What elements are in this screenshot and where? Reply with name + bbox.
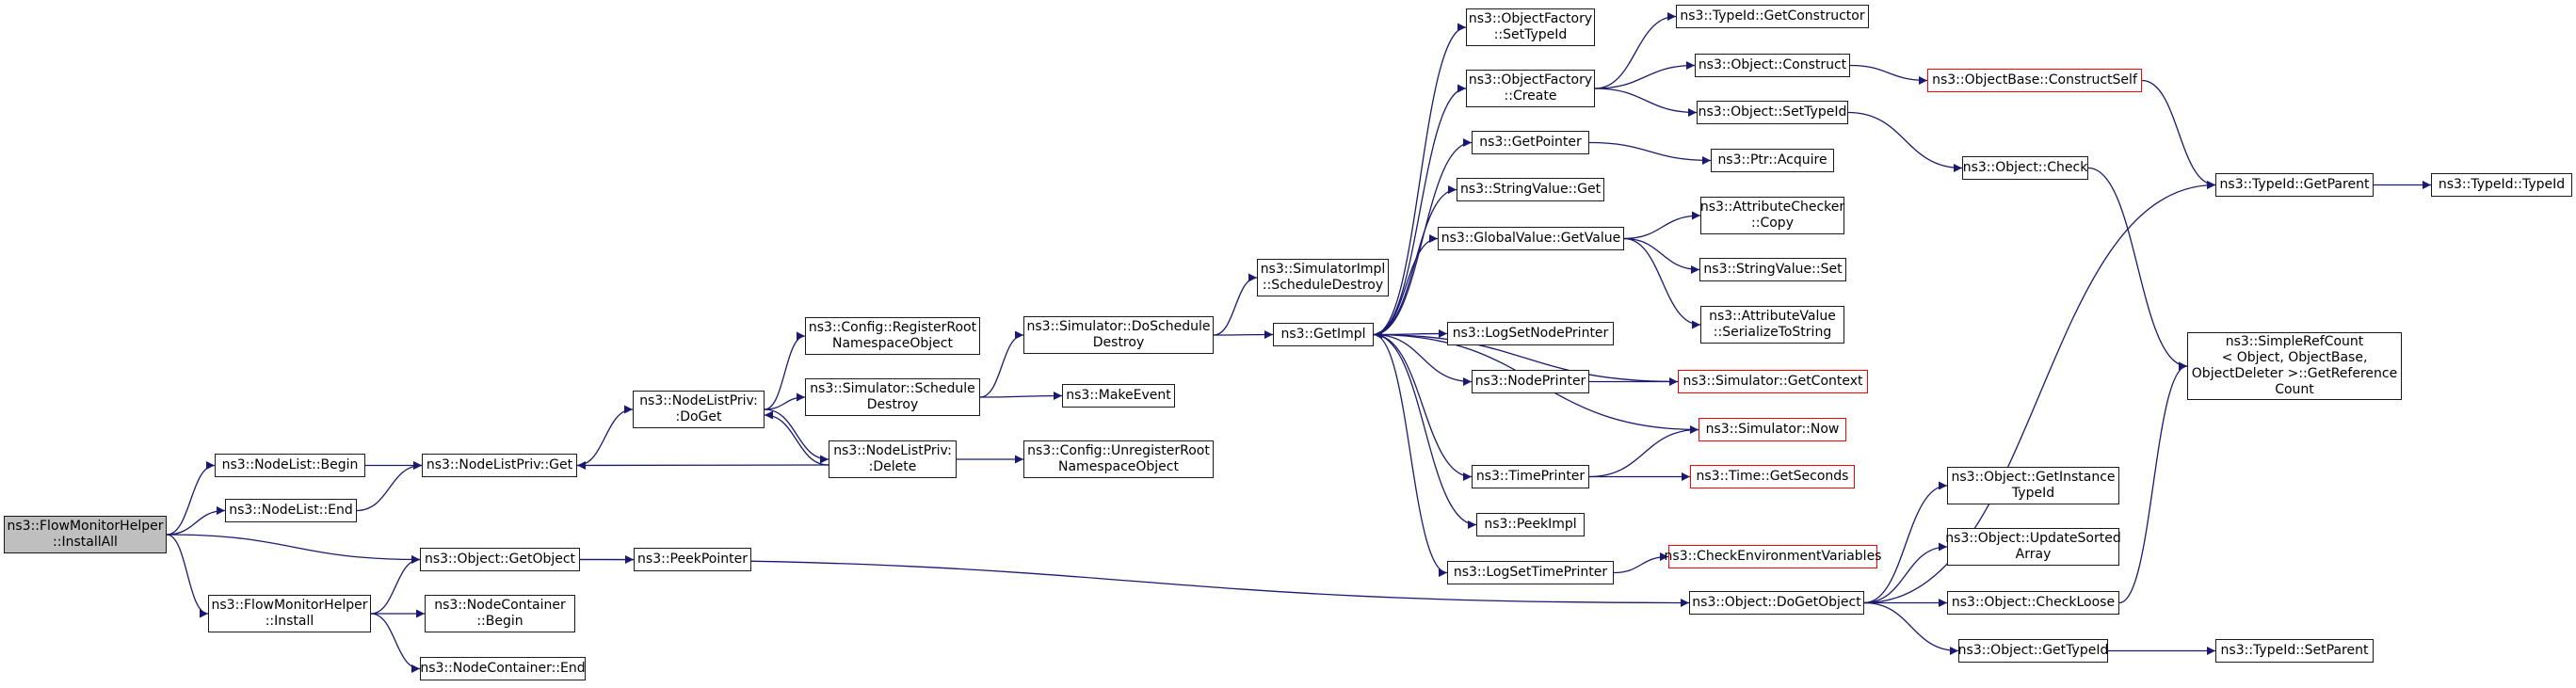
- node-object-getobject[interactable]: ns3::Object::GetObject: [420, 548, 580, 571]
- edge-object_settypeid-to-object_check: [1847, 111, 1963, 172]
- node-object-gettypeid[interactable]: ns3::Object::GetTypeId: [1958, 639, 2108, 663]
- node-flowmonitorhelper-installall: ns3::FlowMonitorHelper ::InstallAll: [4, 516, 167, 553]
- edge-logsettimeprinter-to-checkenvvars: [1613, 552, 1669, 574]
- node-object-getinstancetypeid[interactable]: ns3::Object::GetInstance TypeId: [1947, 467, 2119, 504]
- edge-object_check-to-simplerefcount: [2087, 167, 2188, 371]
- node-object-check[interactable]: ns3::Object::Check: [1962, 156, 2088, 180]
- edge-getimpl-to-globalvalue_getvalue: [1373, 234, 1439, 336]
- edge-install_all-to-fmh_install: [166, 534, 209, 618]
- edge-nlp_doget-to-nlp_delete: [764, 408, 829, 464]
- edge-sim_doschedule_destroy-to-getimpl: [1213, 330, 1274, 340]
- edge-globalvalue_getvalue-to-stringvalue_set: [1623, 237, 1700, 274]
- edge-object_dogetobject-to-object_updatesortedarray: [1863, 542, 1948, 604]
- node-object-dogetobject[interactable]: ns3::Object::DoGetObject: [1689, 591, 1864, 615]
- node-timeprinter[interactable]: ns3::TimePrinter: [1472, 465, 1589, 488]
- edge-install_all-to-nodelist_end: [166, 506, 226, 536]
- node-object-updatesortedarray[interactable]: ns3::Object::UpdateSorted Array: [1945, 528, 2121, 566]
- node-peekpointer[interactable]: ns3::PeekPointer: [634, 548, 751, 571]
- node-peekimpl[interactable]: ns3::PeekImpl: [1476, 513, 1585, 536]
- edge-install_all-to-object_getobject: [166, 534, 421, 564]
- node-typeid-typeid[interactable]: ns3::TypeId::TypeId: [2431, 173, 2572, 197]
- node-simulator-getcontext[interactable]: ns3::Simulator::GetContext: [1678, 370, 1868, 393]
- edge-nlp_delete-to-nodelistpriv_get: [576, 460, 829, 470]
- edge-object_construct-to-objectbase_constructself: [1849, 64, 1928, 85]
- node-logsettimeprinter[interactable]: ns3::LogSetTimePrinter: [1447, 561, 1614, 584]
- edge-sim_schedule_destroy-to-sim_doschedule_destroy: [979, 330, 1024, 398]
- node-logsetnodeprinter[interactable]: ns3::LogSetNodePrinter: [1447, 322, 1614, 345]
- node-attributevalue-serializetostring[interactable]: ns3::AttributeValue ::SerializeToString: [1700, 306, 1844, 344]
- node-nodelist-begin[interactable]: ns3::NodeList::Begin: [215, 454, 365, 477]
- node-flowmonitorhelper-install[interactable]: ns3::FlowMonitorHelper ::Install: [208, 595, 371, 632]
- edge-nodelistpriv_get-to-nlp_doget: [576, 405, 634, 467]
- edge-globalvalue_getvalue-to-attributechecker_copy: [1623, 211, 1701, 240]
- edge-fmh_install-to-object_getobject: [370, 555, 421, 615]
- node-simplerefcount-getreferencecount[interactable]: ns3::SimpleRefCount < Object, ObjectBase…: [2187, 332, 2402, 400]
- edge-object_getobject-to-object_dogetobject: [579, 558, 1690, 607]
- node-attributechecker-copy[interactable]: ns3::AttributeChecker ::Copy: [1700, 197, 1844, 234]
- edge-getpointer-to-ptr_acquire: [1588, 141, 1712, 165]
- edge-getimpl-to-of_create: [1373, 84, 1467, 336]
- node-nodeprinter[interactable]: ns3::NodePrinter: [1472, 370, 1589, 393]
- edge-simulator_getcontext-to-getimpl: [1373, 330, 1679, 383]
- node-object-settypeid[interactable]: ns3::Object::SetTypeId: [1697, 101, 1848, 124]
- node-typeid-getconstructor[interactable]: ns3::TypeId::GetConstructor: [1676, 5, 1869, 28]
- edge-object_dogetobject-to-typeid_getparent: [1863, 181, 2216, 604]
- edge-getimpl-to-timeprinter: [1373, 333, 1473, 481]
- edge-nlp_doget-to-sim_schedule_destroy: [764, 392, 806, 410]
- node-typeid-getparent[interactable]: ns3::TypeId::GetParent: [2215, 173, 2374, 197]
- edge-of_create-to-typeid_getconstructor: [1594, 12, 1677, 89]
- edge-install_all-to-nodelist_begin: [166, 461, 216, 536]
- edge-nlp_delete-to-nlp_doget: [764, 410, 829, 466]
- edge-object_dogetobject-to-object_gettypeid: [1863, 601, 1959, 655]
- node-nodelistpriv-get[interactable]: ns3::NodeListPriv::Get: [422, 454, 577, 477]
- edge-objectbase_constructself-to-typeid_getparent: [2141, 79, 2216, 189]
- edge-getimpl-to-nodeprinter: [1373, 333, 1473, 386]
- edge-nodelist_end-to-nodelistpriv_get: [356, 461, 423, 512]
- edge-fmh_install-to-nc_end: [370, 613, 421, 673]
- edge-getimpl-to-of_settypeid: [1373, 23, 1467, 336]
- node-getimpl[interactable]: ns3::GetImpl: [1273, 323, 1374, 346]
- node-getpointer[interactable]: ns3::GetPointer: [1472, 131, 1589, 154]
- node-object-checkloose[interactable]: ns3::Object::CheckLoose: [1947, 591, 2119, 615]
- node-stringvalue-get[interactable]: ns3::StringValue::Get: [1457, 178, 1604, 201]
- node-typeid-setparent[interactable]: ns3::TypeId::SetParent: [2215, 639, 2374, 663]
- node-nodelist-end[interactable]: ns3::NodeList::End: [225, 499, 357, 522]
- node-simulatorimpl-scheduledestroy[interactable]: ns3::SimulatorImpl ::ScheduleDestroy: [1257, 259, 1389, 296]
- edge-getimpl-to-logsettimeprinter: [1373, 333, 1448, 577]
- node-simulator-now[interactable]: ns3::Simulator::Now: [1699, 418, 1846, 441]
- node-objectbase-constructself[interactable]: ns3::ObjectBase::ConstructSelf: [1927, 69, 2142, 92]
- node-nodelistpriv-delete[interactable]: ns3::NodeListPriv: :Delete: [829, 440, 957, 478]
- edge-getimpl-to-peekimpl: [1373, 333, 1477, 529]
- node-checkenvironmentvariables[interactable]: ns3::CheckEnvironmentVariables: [1665, 545, 1881, 568]
- node-config-registerrootnamespaceobject[interactable]: ns3::Config::RegisterRoot NamespaceObjec…: [805, 317, 980, 355]
- edge-object_dogetobject-to-object_getinstancetypeid: [1863, 481, 1948, 604]
- node-time-getseconds[interactable]: ns3::Time::GetSeconds: [1690, 465, 1855, 488]
- node-makeevent[interactable]: ns3::MakeEvent: [1062, 384, 1175, 408]
- node-globalvalue-getvalue[interactable]: ns3::GlobalValue::GetValue: [1438, 227, 1624, 250]
- edge-of_create-to-object_settypeid: [1594, 88, 1698, 117]
- edge-nlp_doget-to-config_register: [764, 331, 806, 410]
- node-stringvalue-set[interactable]: ns3::StringValue::Set: [1699, 258, 1846, 281]
- node-simulator-scheduledestroy[interactable]: ns3::Simulator::Schedule Destroy: [805, 378, 980, 416]
- edge-object_checkloose-to-simplerefcount: [2118, 361, 2188, 604]
- node-object-construct[interactable]: ns3::Object::Construct: [1695, 54, 1850, 77]
- node-objectfactory-settypeid[interactable]: ns3::ObjectFactory ::SetTypeId: [1466, 8, 1595, 46]
- edge-of_create-to-object_construct: [1594, 61, 1696, 89]
- node-nodecontainer-begin[interactable]: ns3::NodeContainer ::Begin: [425, 595, 575, 632]
- node-simulator-doscheduledestroy[interactable]: ns3::Simulator::DoSchedule Destroy: [1023, 316, 1214, 354]
- node-nodelistpriv-doget[interactable]: ns3::NodeListPriv: :DoGet: [633, 391, 765, 428]
- node-config-unregisterrootnamespaceobject[interactable]: ns3::Config::UnregisterRoot NamespaceObj…: [1023, 440, 1214, 478]
- edge-sim_schedule_destroy-to-makeevent: [979, 392, 1063, 401]
- edge-timeprinter-to-simulator_now: [1588, 425, 1699, 478]
- edge-globalvalue_getvalue-to-attributevalue_serialize: [1623, 237, 1701, 329]
- edge-sim_doschedule_destroy-to-simimpl_schedule_destroy: [1213, 273, 1258, 336]
- node-nodecontainer-end[interactable]: ns3::NodeContainer::End: [420, 657, 586, 680]
- node-objectfactory-create[interactable]: ns3::ObjectFactory ::Create: [1466, 70, 1595, 107]
- node-ptr-acquire[interactable]: ns3::Ptr::Acquire: [1711, 149, 1834, 172]
